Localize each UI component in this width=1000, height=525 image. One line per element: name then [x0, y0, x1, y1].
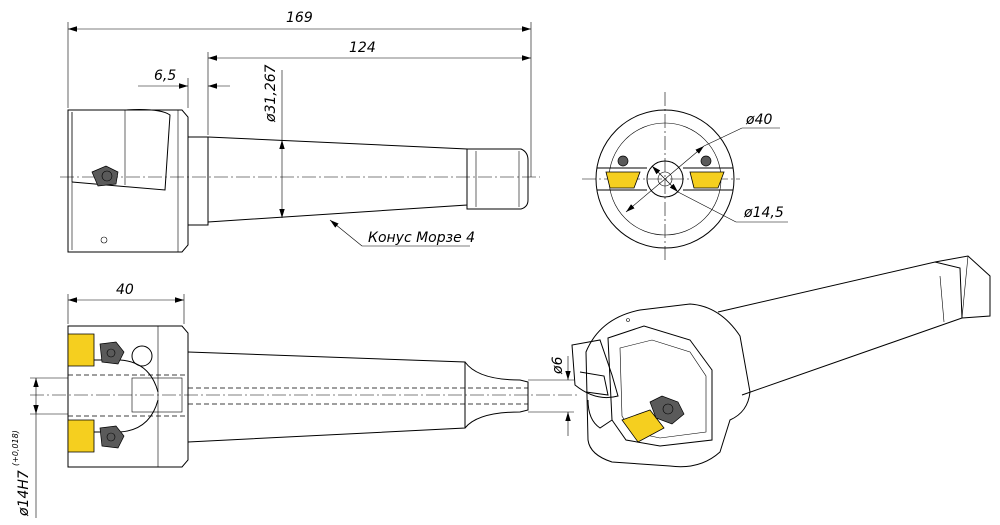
- gauge-diameter-label: ø31,267: [263, 64, 279, 123]
- dim-overall-length: 169: [67, 10, 532, 177]
- outer-diameter-label: ø40: [745, 112, 772, 128]
- collar-width-label: 6,5: [154, 68, 176, 84]
- section-view: [30, 325, 580, 468]
- overall-length-label: 169: [286, 10, 313, 26]
- pin-diameter-label: ø6: [550, 356, 566, 375]
- dim-gauge-diameter: ø31,267: [263, 64, 285, 218]
- taper-leader: Конус Морзе 4: [329, 219, 475, 247]
- end-view: ø40 ø14,5: [582, 92, 788, 262]
- taper-label: Конус Морзе 4: [368, 230, 475, 246]
- hole-tolerance-label: (+0,018): [11, 430, 20, 466]
- head-length-label: 40: [116, 282, 134, 298]
- dim-shank-length: 124: [207, 40, 531, 135]
- isometric-view: [571, 255, 991, 468]
- side-view: [60, 109, 540, 253]
- dim-hole-fit: ø14H7 (+0,018): [11, 377, 68, 518]
- hole-fit-label: ø14H7: [16, 470, 32, 517]
- dim-pin-diameter: ø6: [528, 356, 574, 436]
- dim-head-length: 40: [67, 282, 185, 324]
- shank-length-label: 124: [349, 40, 376, 56]
- dim-collar-width: 6,5: [138, 68, 230, 108]
- bore-diameter-label: ø14,5: [743, 205, 784, 221]
